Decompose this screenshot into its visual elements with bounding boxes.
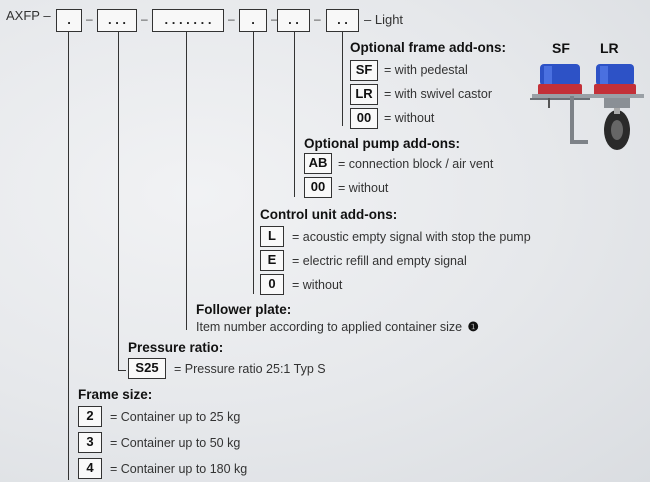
connector-pump-addons (294, 32, 296, 197)
swivel-castor-illustration-icon (588, 64, 644, 150)
code-segment-frame-addons: . . (326, 9, 359, 32)
code-segment-pump-addons: . . (277, 9, 310, 32)
option-label-sf: = with pedestal (384, 63, 468, 77)
illustration-label-sf: SF (552, 40, 570, 56)
option-code-pump-00: 00 (304, 177, 332, 198)
connector-pressure-ratio (118, 32, 120, 371)
code-dash: – (271, 12, 278, 26)
option-label-2: = Container up to 25 kg (110, 410, 241, 424)
pedestal-illustration-icon (530, 64, 590, 144)
option-label-ab: = connection block / air vent (338, 157, 494, 171)
option-label-frame-00: = without (384, 111, 435, 125)
option-label-4: = Container up to 180 kg (110, 462, 248, 476)
option-label-pump-00: = without (338, 181, 389, 195)
option-code-e: E (260, 250, 284, 271)
connector-frame-size (68, 32, 70, 480)
connector-frame-addons (342, 32, 344, 126)
option-label-3: = Container up to 50 kg (110, 436, 241, 450)
option-code-sf: SF (350, 60, 378, 81)
option-code-s25: S25 (128, 358, 166, 379)
option-code-2: 2 (78, 406, 102, 427)
code-segment-pressure-ratio: . . . (97, 9, 137, 32)
option-code-l: L (260, 226, 284, 247)
option-label-e: = electric refill and empty signal (292, 254, 467, 268)
code-suffix: – Light (364, 12, 404, 27)
option-code-lr: LR (350, 84, 378, 105)
option-label-s25: = Pressure ratio 25:1 Typ S (174, 362, 326, 376)
code-segment-follower-plate: . . . . . . . (152, 9, 224, 32)
code-dash: – (228, 12, 235, 26)
control-unit-heading: Control unit add-ons: (260, 207, 398, 222)
order-code-prefix: AXFP – (6, 8, 51, 23)
code-dash: – (141, 12, 148, 26)
connector-pressure-ratio-h (118, 370, 126, 372)
frame-addons-heading: Optional frame add-ons: (350, 40, 507, 55)
follower-plate-text: Item number according to applied contain… (196, 319, 479, 335)
option-code-3: 3 (78, 432, 102, 453)
pump-addons-heading: Optional pump add-ons: (304, 136, 460, 151)
code-dash: – (314, 12, 321, 26)
follower-plate-description: Item number according to applied contain… (196, 320, 463, 334)
note-marker-icon: ❶ (467, 320, 479, 334)
option-label-0: = without (292, 278, 343, 292)
connector-control-unit (253, 32, 255, 294)
option-code-0: 0 (260, 274, 284, 295)
code-segment-control-unit: . (239, 9, 267, 32)
option-code-ab: AB (304, 153, 332, 174)
illustration-label-lr: LR (600, 40, 619, 56)
code-segment-frame-size: . (56, 9, 82, 32)
option-label-lr: = with swivel castor (384, 87, 493, 101)
pressure-ratio-heading: Pressure ratio: (128, 340, 224, 355)
follower-plate-heading: Follower plate: (196, 302, 292, 317)
frame-size-heading: Frame size: (78, 387, 153, 402)
option-code-frame-00: 00 (350, 108, 378, 129)
option-label-l: = acoustic empty signal with stop the pu… (292, 230, 531, 244)
option-code-4: 4 (78, 458, 102, 479)
connector-follower-plate (186, 32, 188, 330)
code-dash: – (86, 12, 93, 26)
